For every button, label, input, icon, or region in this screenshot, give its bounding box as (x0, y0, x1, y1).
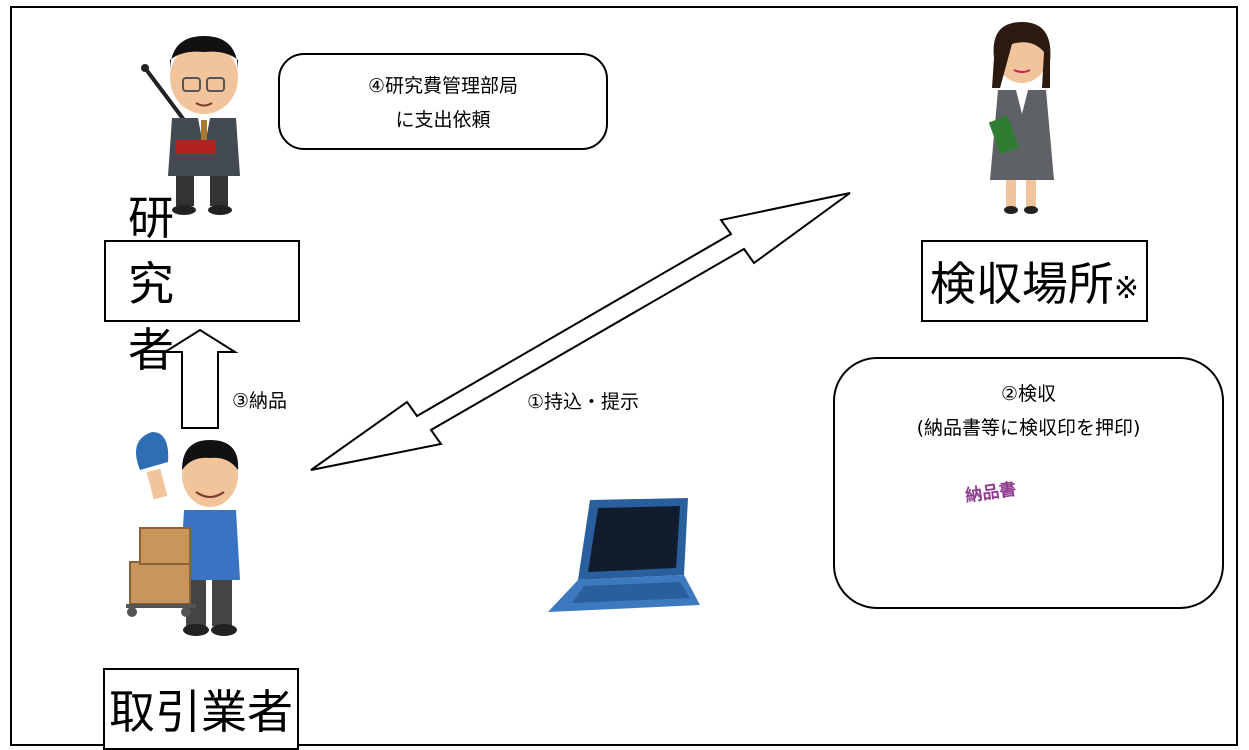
inspection-place-label: 検収場所 ※ (921, 240, 1148, 322)
double-arrow (310, 192, 851, 471)
researcher-label: 研 究 者 (104, 191, 300, 377)
inspection-bubble: ②検収 (納品書等に検収印を押印) (833, 357, 1224, 609)
inspector-illustration (988, 22, 1054, 214)
payment-request-bubble: ④研究費管理部局 に支出依頼 (278, 53, 608, 150)
researcher-illustration (141, 36, 240, 215)
researcher-label-text: 研 究 者 (128, 191, 196, 377)
inspection-step-detail: (納品書等に検収印を押印) (916, 417, 1141, 439)
inspection-place-text: 検収場所 (929, 257, 1114, 311)
deliver-arrow (161, 328, 239, 429)
inspection-step-title: ②検収 (1000, 383, 1057, 405)
laptop-illustration (548, 498, 700, 612)
payment-request-line1: ④研究費管理部局 (367, 75, 519, 97)
delivery-step-label: ③納品 (232, 390, 288, 412)
vendor-label: 取引業者 (103, 668, 299, 750)
arrows-layer (161, 192, 851, 471)
bring-present-step-label: ①持込・提示 (527, 391, 640, 413)
payment-request-line2: に支出依頼 (395, 109, 491, 131)
note-mark: ※ (1113, 270, 1140, 306)
vendor-label-text: 取引業者 (109, 685, 293, 739)
vendor-illustration (126, 432, 240, 636)
